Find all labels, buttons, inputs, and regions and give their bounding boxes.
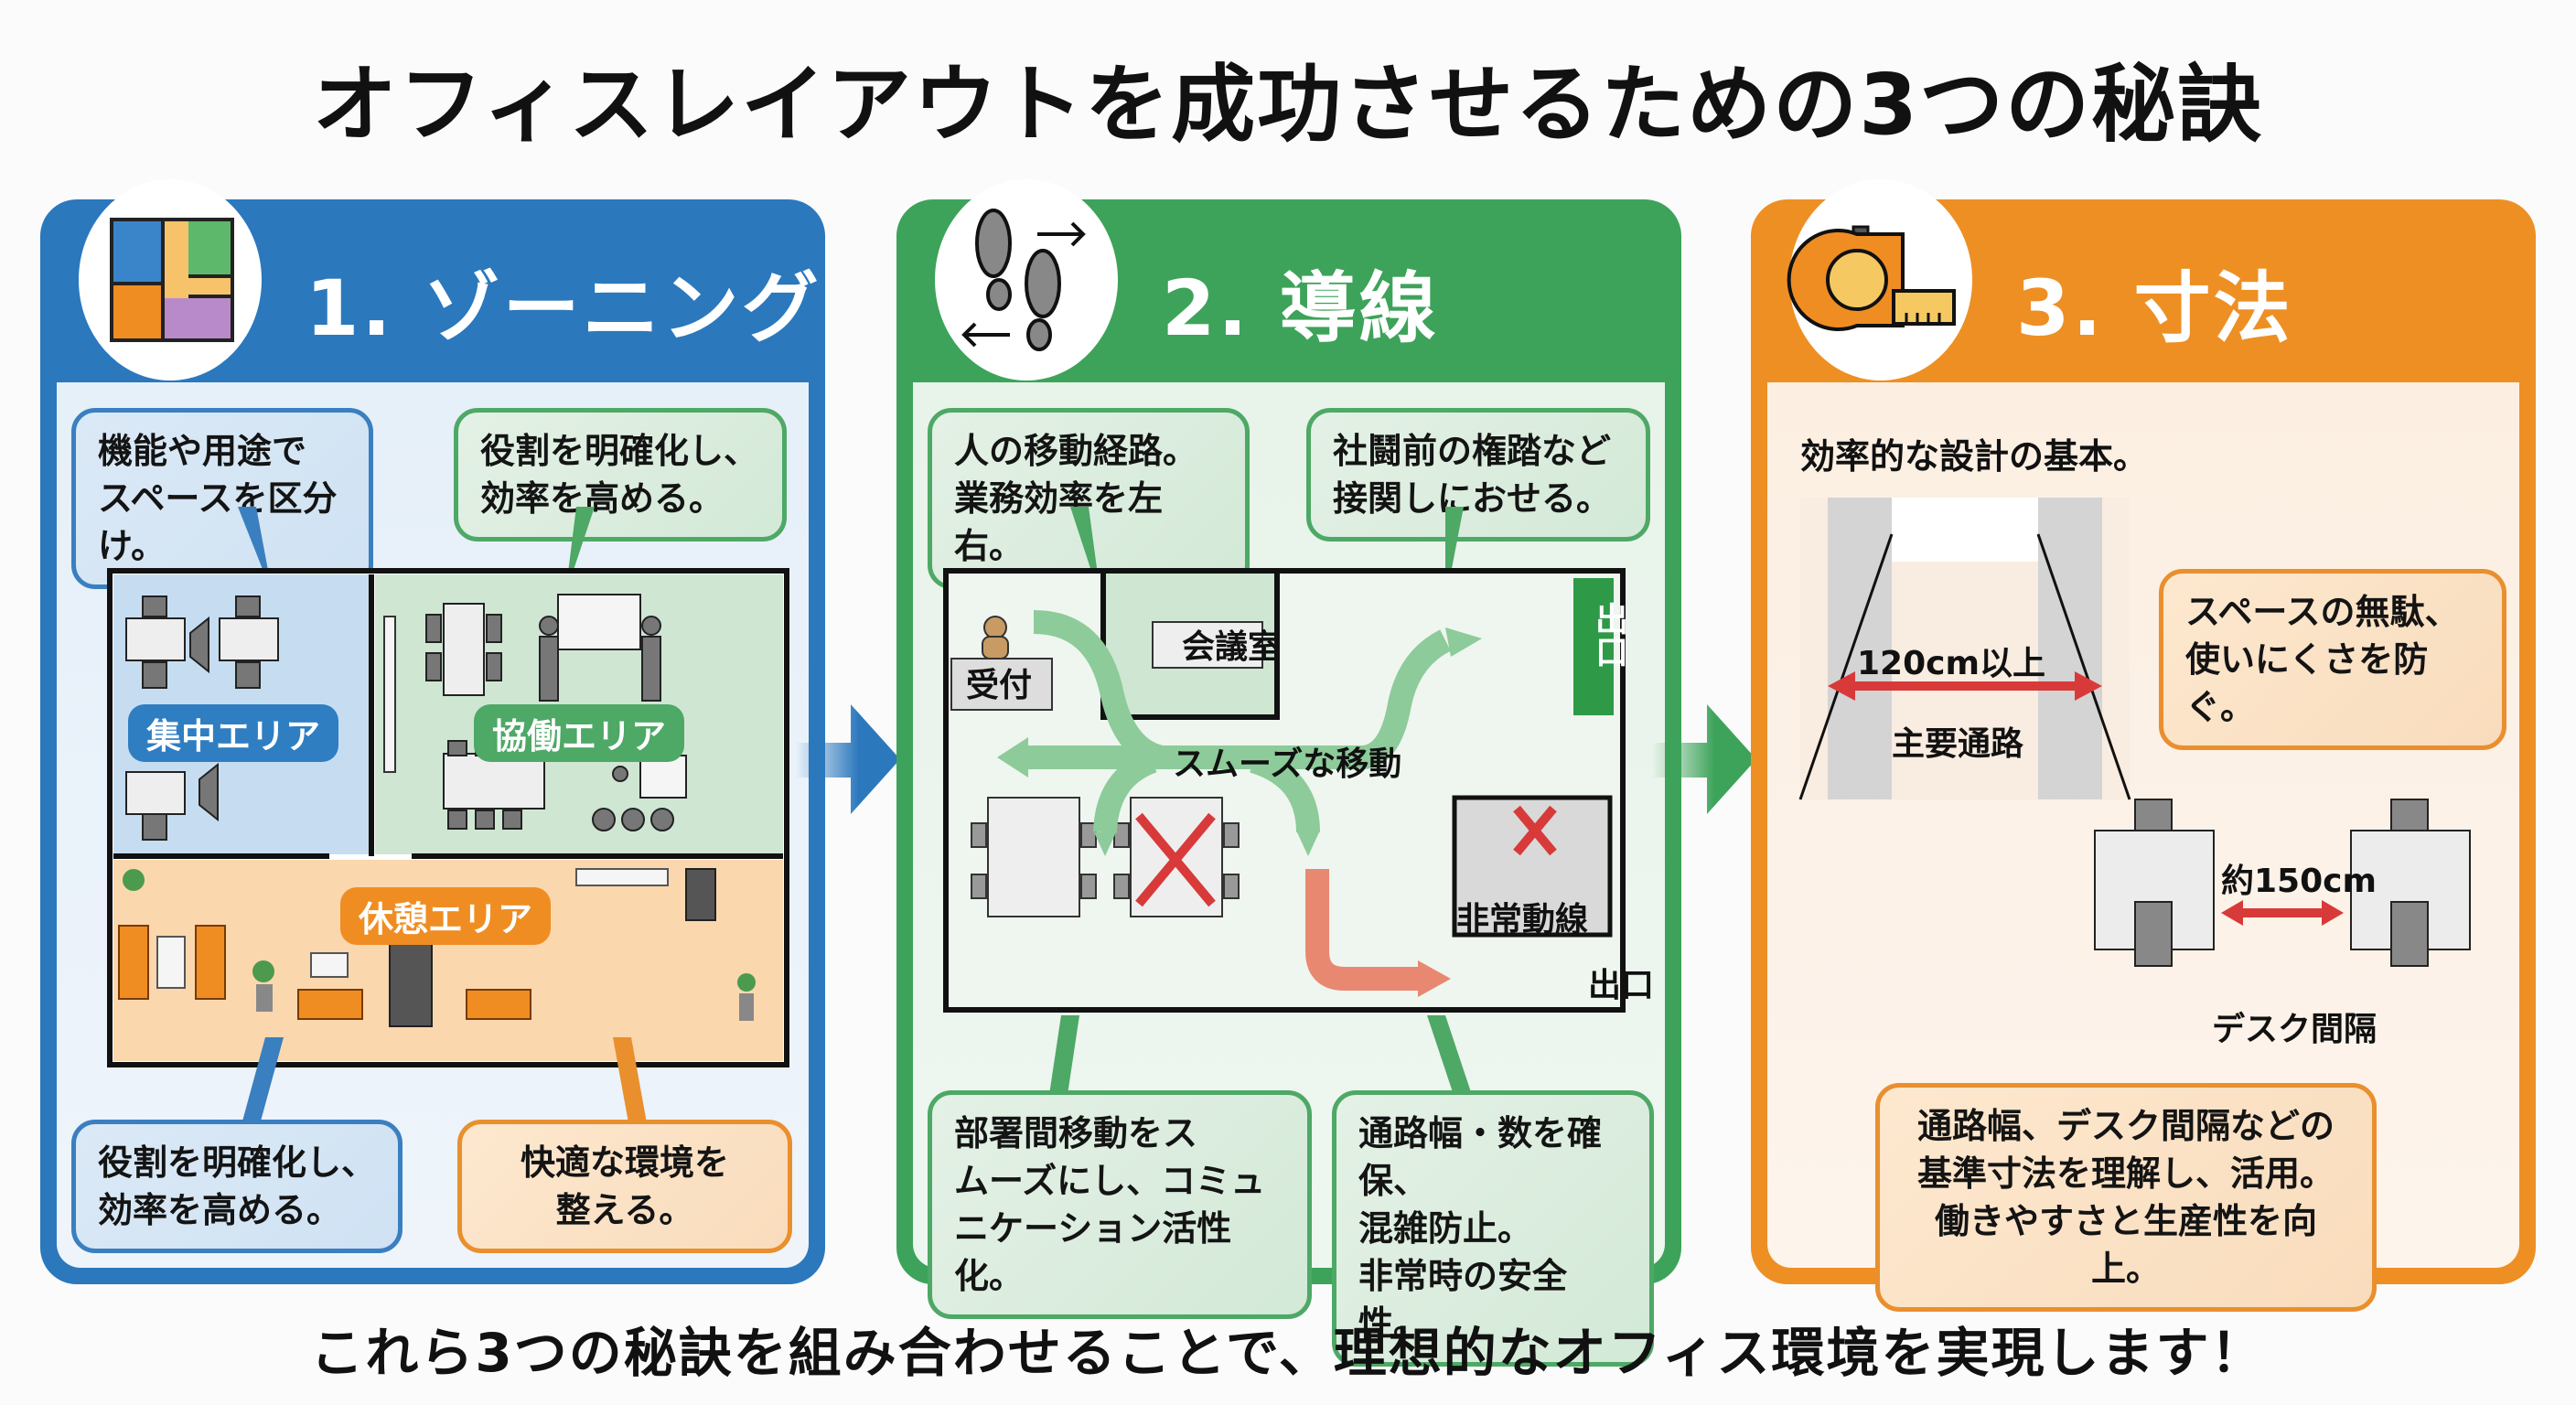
corridor-width-label: 120cm以上 [1857, 645, 2045, 682]
zone-label-break: 休憩エリア [340, 887, 552, 945]
panel-title: 1. ゾーニング [306, 247, 821, 358]
speech-bubble: 通路幅、デスク間隔などの 基準寸法を理解し、活用。 働きやすさと生産性を向上。 [1875, 1083, 2377, 1312]
speech-bubble: 通路幅・数を確保、 混雑防止。 非常時の安全性。 [1332, 1090, 1654, 1367]
footer-message: これら3つの秘訣を組み合わせることで、理想的なオフィス環境を実現します！ [310, 1322, 2266, 1384]
page-title: オフィスレイアウトを成功させるための3つの秘訣 [312, 56, 2264, 154]
panel-dimensions: 3. 寸法 効率的な設計の基本。 120cm以上 主要通路 スペースの無駄、 使… [1751, 179, 2536, 1312]
corridor-name-label: 主要通路 [1892, 725, 2024, 763]
exit-label-bottom: 出口 [1588, 967, 1655, 1004]
speech-bubble: 役割を明確化し、 効率を高める。 [71, 1120, 402, 1253]
desk-gap-name-label: デスク間隔 [2212, 1011, 2377, 1048]
corridor-illustration [1798, 498, 2131, 800]
smooth-movement-label: スムーズな移動 [1173, 745, 1402, 783]
reception-label: 受付 [966, 667, 1033, 704]
speech-bubble: スペースの無駄、 使いにくさを防ぐ。 [2159, 569, 2506, 750]
panel-title-text: 導線 [1279, 263, 1439, 353]
panel-number: 1. [306, 263, 394, 353]
emergency-route-label: 非常動線 [1456, 901, 1589, 938]
panel-title: 3. 寸法 [2016, 247, 2293, 358]
speech-bubble: 社鬪前の権踏など 接関しにおせる。 [1306, 408, 1650, 542]
zone-label-collab: 協働エリア [474, 704, 685, 762]
flow-floor-plan [943, 507, 1626, 1125]
intro-text: 効率的な設計の基本。 [1800, 436, 2149, 477]
exit-sign-top [1573, 578, 1614, 715]
panel-flow: 2. 導線 人の移動経路。 業務効率を左右。 社鬪前の権踏など 接関しにおせる。 [896, 179, 1681, 1367]
meeting-room-label: 会議室 [1182, 628, 1282, 666]
panel-zoning: 1. ゾーニング 機能や用途で スペースを区分け。 役割を明確化し、 効率を高め… [40, 179, 825, 1284]
panel-title-text: 寸法 [2133, 263, 2293, 353]
desk-gap-label: 約150cm [2221, 863, 2377, 900]
exit-label-top: 出口 [1590, 602, 1627, 668]
arrow-right-icon [1652, 704, 1756, 814]
speech-bubble: 快適な環境を 整える。 [457, 1120, 792, 1253]
panel-title: 2. 導線 [1162, 247, 1439, 358]
tape-measure-icon [1787, 225, 1956, 331]
panel-title-text: ゾーニング [423, 263, 821, 353]
icon-badge [1787, 179, 1972, 381]
footsteps-icon [961, 209, 1086, 351]
icon-badge [79, 179, 262, 381]
speech-bubble: 部署間移動をス ムーズにし、コミュ ニケーション活性化。 [928, 1090, 1312, 1319]
floor-plan-icon [110, 218, 234, 342]
desk-gap-illustration [2094, 799, 2471, 967]
zoning-floor-plan [107, 507, 789, 1138]
arrow-right-icon [796, 704, 900, 814]
icon-badge [935, 179, 1118, 381]
panel-number: 2. [1162, 263, 1250, 353]
zone-label-focus: 集中エリア [128, 704, 339, 762]
panel-number: 3. [2016, 263, 2105, 353]
speech-bubble: 役割を明確化し、 効率を高める。 [454, 408, 787, 542]
